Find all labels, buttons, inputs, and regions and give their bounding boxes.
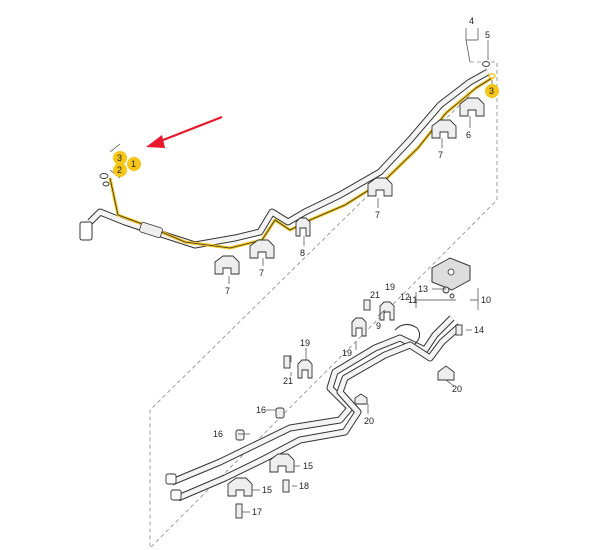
callout-20-a: 20 <box>452 384 462 394</box>
callout-16-a: 16 <box>256 405 266 415</box>
callout-8: 8 <box>300 248 305 258</box>
callout-5: 5 <box>485 30 490 40</box>
callout-7-b: 7 <box>375 210 380 220</box>
callout-labels: 3 2 1 3 4 5 6 7 7 7 7 8 9 10 11 12 13 14… <box>117 16 494 517</box>
callout-16-b: 16 <box>213 429 223 439</box>
callout-7-c: 7 <box>259 268 264 278</box>
callout-10: 10 <box>481 295 491 305</box>
callout-19-a: 19 <box>385 282 395 292</box>
callout-15-a: 15 <box>303 461 313 471</box>
callout-19-c: 19 <box>300 338 310 348</box>
callout-12: 12 <box>400 292 410 302</box>
callout-2: 2 <box>117 165 122 175</box>
callout-1: 1 <box>131 159 136 169</box>
leader-lines <box>109 28 493 513</box>
upper-refrigerant-line <box>79 61 496 250</box>
callout-6: 6 <box>466 130 471 140</box>
callout-9: 9 <box>376 321 381 331</box>
callout-7-a: 7 <box>438 150 443 160</box>
assembly-boundary-dashed <box>149 61 498 549</box>
callout-11: 11 <box>408 295 417 305</box>
callout-17: 17 <box>252 507 262 517</box>
callout-3-right: 3 <box>489 86 494 96</box>
small-fasteners <box>227 286 463 519</box>
highlighted-callouts <box>113 84 499 177</box>
callout-21-b: 21 <box>283 376 293 386</box>
red-pointer-arrow <box>146 115 223 148</box>
callout-20-b: 20 <box>364 416 374 426</box>
callout-21-a: 21 <box>370 290 380 300</box>
callout-18: 18 <box>299 481 309 491</box>
callout-7-d: 7 <box>225 286 230 296</box>
callout-19-b: 19 <box>342 348 352 358</box>
callout-4: 4 <box>469 16 474 26</box>
callout-15-b: 15 <box>262 485 272 495</box>
callout-13: 13 <box>418 284 428 294</box>
lower-refrigerant-line <box>165 257 471 502</box>
upper-line-brackets <box>214 97 485 275</box>
callout-14: 14 <box>474 325 484 335</box>
callout-3-left: 3 <box>117 153 122 163</box>
